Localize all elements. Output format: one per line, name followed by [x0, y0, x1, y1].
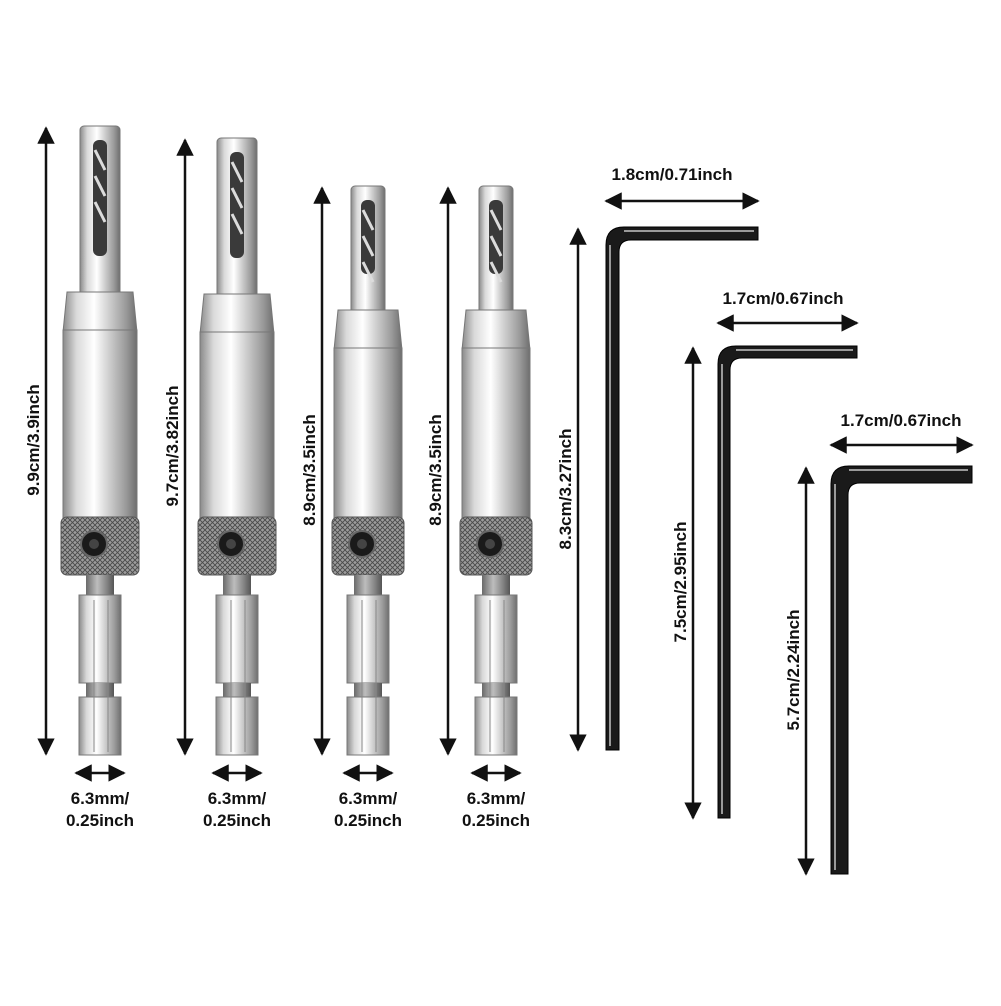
- hex-shank-upper: [474, 594, 518, 684]
- bit-length-label: 9.9cm/3.9inch: [24, 384, 43, 496]
- hex-shank-lower: [78, 696, 122, 756]
- hex-shank-upper: [346, 594, 390, 684]
- shank-label-mm: 6.3mm/: [70, 789, 130, 808]
- set-screw-hole: [226, 539, 236, 549]
- shank-label-inch: 0.25inch: [202, 811, 272, 830]
- drill-bit-1: [60, 125, 140, 756]
- shank-groove: [86, 683, 114, 697]
- key-width-label: 1.8cm/0.71inch: [611, 165, 733, 184]
- neck: [86, 575, 114, 597]
- key-width-label: 1.7cm/0.67inch: [840, 411, 962, 430]
- drill-bit-2: [197, 137, 277, 756]
- hex-key-body: [830, 465, 973, 875]
- sleeve-body: [62, 329, 138, 519]
- shank-label-mm: 6.3mm/: [466, 789, 526, 808]
- key-length-label: 7.5cm/2.95inch: [671, 521, 690, 643]
- drill-spiral: [93, 149, 107, 223]
- sleeve-collar: [461, 309, 531, 351]
- shank-diameter-label: 6.3mm/0.25inch: [334, 788, 402, 832]
- shank-diameter-label: 6.3mm/0.25inch: [462, 788, 530, 832]
- neck: [354, 575, 382, 597]
- sleeve-collar: [199, 293, 275, 335]
- bit-length-label: 9.7cm/3.82inch: [163, 385, 182, 507]
- bit-length-label: 8.9cm/3.5inch: [426, 414, 445, 526]
- hex-key-body: [717, 345, 858, 819]
- hex-shank-lower: [474, 696, 518, 756]
- key-length-label: 8.3cm/3.27inch: [556, 428, 575, 549]
- drill-bit-4: [459, 185, 533, 756]
- shank-groove: [482, 683, 510, 697]
- shank-label-mm: 6.3mm/: [207, 789, 267, 808]
- hex-shank-upper: [215, 594, 259, 684]
- hex-shank-lower: [346, 696, 390, 756]
- sleeve-body: [199, 331, 275, 519]
- set-screw-hole: [89, 539, 99, 549]
- shank-groove: [223, 683, 251, 697]
- neck: [223, 575, 251, 597]
- drill-spiral: [230, 161, 244, 235]
- hex-key-2: [717, 345, 858, 819]
- shank-label-inch: 0.25inch: [333, 811, 403, 830]
- key-length-label: 5.7cm/2.24inch: [784, 609, 803, 731]
- hex-key-3: [830, 465, 973, 875]
- drill-spiral: [361, 209, 375, 283]
- drill-bit-3: [331, 185, 405, 756]
- hex-key-body: [605, 226, 759, 751]
- key-width-label: 1.7cm/0.67inch: [722, 289, 844, 308]
- shank-label-mm: 6.3mm/: [338, 789, 398, 808]
- bit-length-label: 8.9cm/3.5inch: [300, 414, 319, 526]
- set-screw-hole: [485, 539, 495, 549]
- shank-label-inch: 0.25inch: [461, 811, 531, 830]
- sleeve-collar: [62, 291, 138, 333]
- sleeve-body: [461, 347, 531, 519]
- neck: [482, 575, 510, 597]
- hex-shank-upper: [78, 594, 122, 684]
- shank-diameter-label: 6.3mm/0.25inch: [203, 788, 271, 832]
- drill-spiral: [489, 209, 503, 283]
- sleeve-body: [333, 347, 403, 519]
- hex-shank-lower: [215, 696, 259, 756]
- shank-diameter-label: 6.3mm/0.25inch: [66, 788, 134, 832]
- set-screw-hole: [357, 539, 367, 549]
- sleeve-collar: [333, 309, 403, 351]
- hex-key-1: [605, 226, 759, 751]
- shank-label-inch: 0.25inch: [65, 811, 135, 830]
- shank-groove: [354, 683, 382, 697]
